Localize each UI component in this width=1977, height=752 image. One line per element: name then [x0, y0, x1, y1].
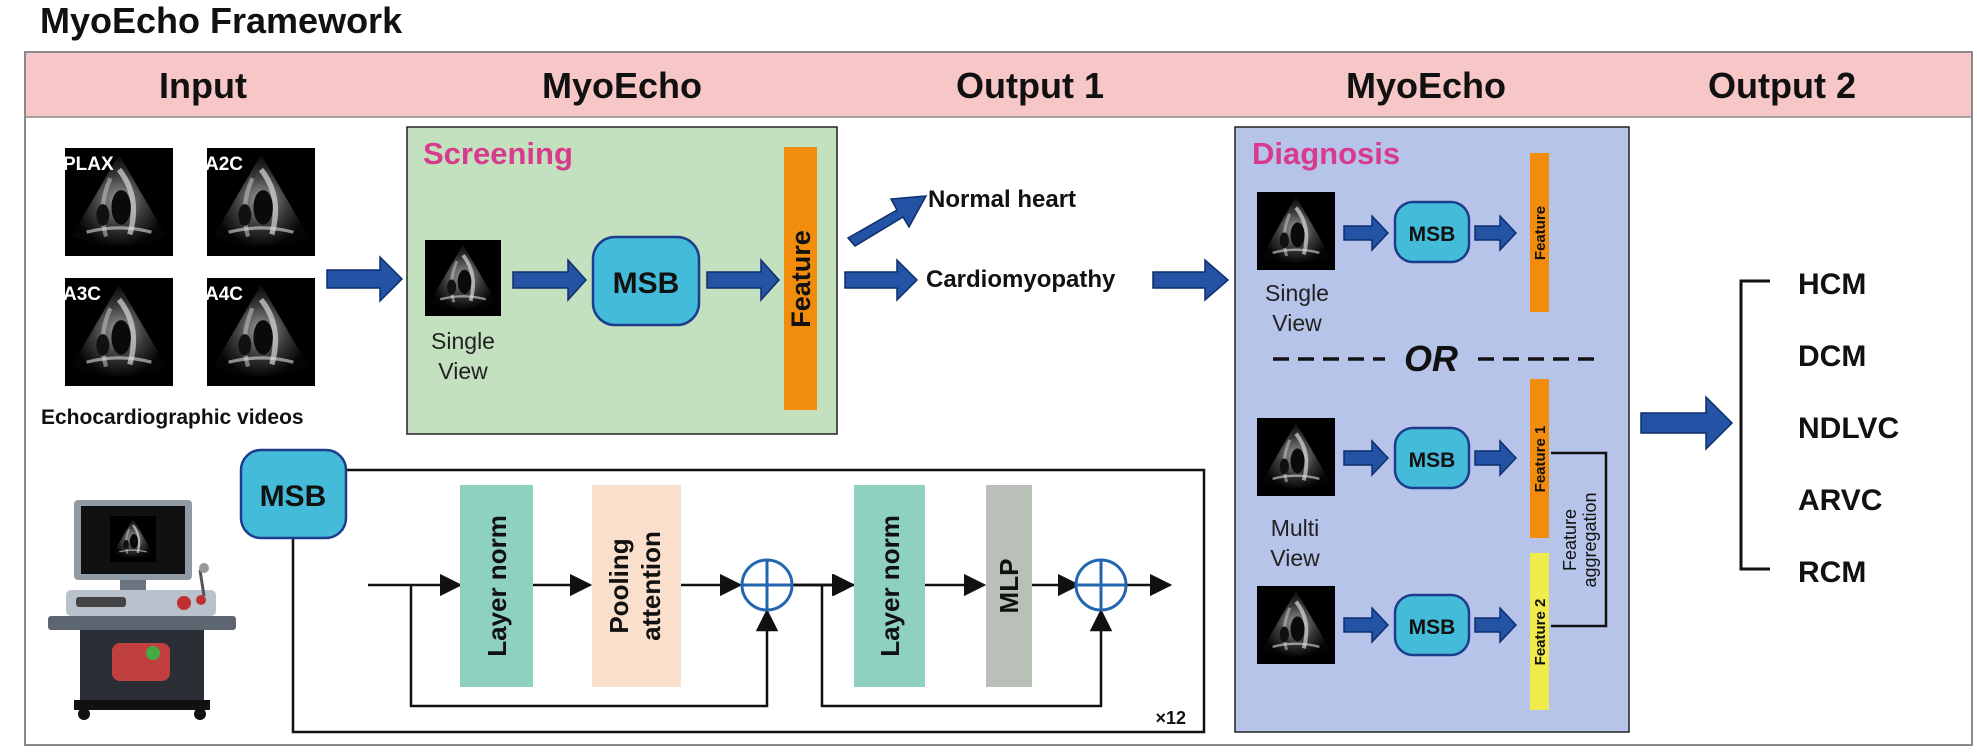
screening-view-label-1: Single [431, 328, 495, 354]
normal-heart-arrow [846, 195, 928, 247]
feature-aggregation-bracket [1551, 451, 1608, 628]
diagnosis-feature-1-bar [1530, 379, 1549, 538]
diagnosis-to-output2-arrow [1640, 395, 1734, 451]
msb-layer-norm-1 [460, 485, 533, 687]
cardiomyopathy-label: Cardiomyopathy [926, 266, 1116, 293]
diagnosis-multi-arrow-4 [1474, 606, 1518, 644]
diagnosis-multi-msb-1-label: MSB [1409, 449, 1456, 472]
feature-aggregation-label-2: aggregation [1580, 492, 1600, 587]
msb-block-title-box [239, 448, 348, 540]
msb-block-frame [291, 468, 1206, 734]
screening-msb-block [591, 235, 701, 327]
input-caption: Echocardiographic videos [41, 406, 304, 429]
input-to-screening-arrow [326, 255, 404, 303]
header-band [26, 53, 1971, 117]
feature-aggregation-label-1: Feature [1560, 509, 1580, 571]
screening-msb-label: MSB [613, 267, 680, 300]
header-output-1: Output 1 [956, 65, 1104, 106]
or-label: OR [1404, 338, 1458, 379]
output2-class-ndlvc: NDLVC [1798, 412, 1899, 445]
diagnosis-single-arrow-1 [1343, 214, 1390, 252]
cardiomyopathy-to-diagnosis-arrow [1152, 258, 1230, 302]
normal-heart-label: Normal heart [928, 186, 1076, 213]
cardiomyopathy-arrow [844, 258, 919, 302]
output2-class-dcm: DCM [1798, 340, 1866, 373]
view-label-a2c: A2C [205, 154, 243, 175]
input-echo-grid: PLAX A2C A3C A4C [63, 148, 315, 386]
diagnosis-single-arrow-2 [1474, 214, 1518, 252]
screening-single-view-image [425, 240, 501, 316]
diagnosis-feature-1-label: Feature 1 [1532, 426, 1549, 493]
screening-view-label-2: View [438, 358, 488, 384]
view-label-a4c: A4C [205, 284, 243, 305]
header-output-2: Output 2 [1708, 65, 1856, 106]
diagnosis-feature-bar [1530, 153, 1549, 312]
diagnosis-multi-arrow-1 [1343, 439, 1390, 477]
msb-pooling-label-1: Pooling [604, 538, 634, 633]
diagnosis-multi-label-1: Multi [1271, 515, 1320, 541]
msb-pooling-label-2: attention [636, 531, 666, 641]
diagnosis-single-label-1: Single [1265, 280, 1329, 306]
msb-mlp [986, 485, 1032, 687]
msb-block-title: MSB [260, 480, 327, 513]
diagnosis-feature-2-bar [1530, 553, 1549, 710]
screening-arrow-2 [706, 258, 781, 302]
ultrasound-machine-icon [48, 500, 236, 720]
screening-feature-bar [784, 147, 817, 410]
diagnosis-multi-msb-1 [1393, 426, 1471, 490]
diagnosis-multi-view-image-1 [1257, 418, 1335, 496]
output2-class-hcm: HCM [1798, 268, 1866, 301]
output2-bracket [1739, 279, 1770, 571]
diagnosis-feature-label: Feature [1532, 206, 1549, 260]
msb-layer-norm-2-label: Layer norm [875, 515, 905, 657]
diagnosis-single-label-2: View [1272, 310, 1322, 336]
screening-title: Screening [423, 136, 573, 171]
header-input: Input [159, 65, 247, 106]
diagnosis-multi-msb-2 [1393, 593, 1471, 657]
diagnosis-multi-label-2: View [1270, 545, 1320, 571]
msb-flow-lines [368, 573, 1173, 708]
msb-repeat-label: ×12 [1155, 708, 1186, 728]
view-label-plax: PLAX [63, 154, 114, 175]
output2-class-rcm: RCM [1798, 556, 1866, 589]
diagnosis-multi-msb-2-label: MSB [1409, 616, 1456, 639]
msb-mlp-label: MLP [994, 559, 1024, 614]
msb-layer-norm-1-label: Layer norm [482, 515, 512, 657]
diagnosis-multi-view-image-2 [1257, 586, 1335, 664]
diagnosis-single-view-image [1257, 192, 1335, 270]
header-myoecho-1: MyoEcho [542, 65, 702, 106]
output2-class-arvc: ARVC [1798, 484, 1882, 517]
header-myoecho-2: MyoEcho [1346, 65, 1506, 106]
page-title: MyoEcho Framework [40, 0, 403, 41]
screening-feature-label: Feature [786, 230, 816, 328]
diagnosis-single-msb [1393, 200, 1471, 264]
view-label-a3c: A3C [63, 284, 101, 305]
msb-layer-norm-2 [854, 485, 925, 687]
screening-arrow-1 [512, 258, 588, 302]
diagnosis-feature-2-label: Feature 2 [1532, 599, 1549, 666]
diagnosis-single-msb-label: MSB [1409, 223, 1456, 246]
msb-pooling-attention [592, 485, 681, 687]
diagnosis-multi-arrow-3 [1343, 606, 1390, 644]
diagnosis-title: Diagnosis [1252, 136, 1400, 171]
diagnosis-multi-arrow-2 [1474, 439, 1518, 477]
